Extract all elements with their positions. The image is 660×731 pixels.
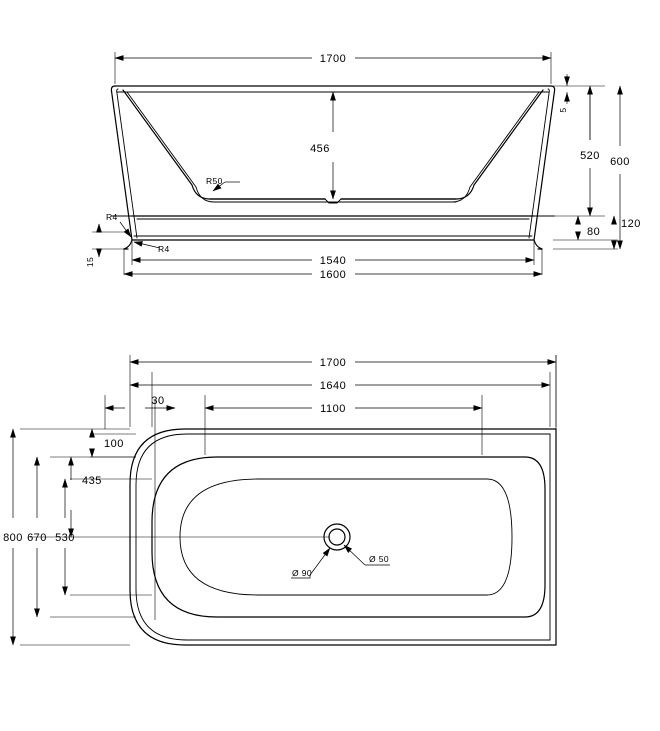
- dim-label-overall-height: 600: [610, 156, 630, 168]
- dim-label-body-height: 520: [580, 150, 600, 162]
- dim-elev-r50: R50: [206, 176, 240, 192]
- dim-plan-100: 100: [89, 428, 124, 458]
- dim-label-body-length: 1640: [320, 380, 346, 392]
- dim-label-overall-length: 1700: [320, 357, 346, 369]
- dim-label-rim-thickness: 5: [558, 107, 568, 112]
- dim-elev-120: 120: [611, 215, 641, 250]
- drain-outer-circle: [323, 523, 351, 551]
- dim-plan-30: 30: [104, 395, 176, 411]
- elevation-tub-outline: [110, 85, 556, 250]
- dim-label-drain-inner: Ø 50: [369, 554, 389, 564]
- dim-elev-5: 5: [558, 76, 570, 113]
- dim-plan-1100: 1100: [204, 403, 483, 415]
- dim-plan-530: 530: [55, 478, 75, 596]
- dim-label-base-width-outer: 1600: [320, 269, 346, 281]
- dim-elev-80: 80: [575, 215, 600, 241]
- top-plan-view: Ø 90 Ø 50: [3, 355, 557, 646]
- dim-label-skirt-inner-height: 80: [587, 226, 600, 238]
- dim-elev-600: 600: [610, 85, 630, 250]
- dim-label-overall-width-rim: 1700: [320, 53, 346, 65]
- dim-plan-1700: 1700: [129, 357, 557, 369]
- plan-extension-lines: [20, 355, 557, 646]
- dim-elev-1700: 1700: [114, 53, 552, 65]
- drain-inner-circle: [328, 528, 346, 546]
- dim-elev-456: 456: [310, 91, 336, 200]
- dim-elev-1540: 1540: [131, 255, 535, 267]
- dim-label-bowl-radius: R50: [206, 176, 223, 186]
- dim-label-overall-width: 800: [3, 532, 23, 544]
- dim-label-plinth-height: 15: [85, 257, 95, 267]
- dim-label-bowl-length: 1100: [320, 403, 346, 415]
- dim-label-base-width-inner: 1540: [320, 255, 346, 267]
- front-elevation-view: 1700 456 R50 R4 R4 15: [85, 52, 641, 281]
- dim-elev-520: 520: [580, 85, 600, 217]
- dim-label-foot-radius-upper: R4: [106, 212, 118, 222]
- dim-plan-1640: 1640: [129, 380, 551, 392]
- plan-centerlines: [30, 400, 330, 620]
- dim-label-bowl-width: 530: [55, 532, 75, 544]
- dim-elev-r4-upper: R4: [106, 212, 132, 238]
- dim-label-inner-depth: 456: [310, 143, 330, 155]
- dim-elev-15: 15: [85, 223, 102, 267]
- dim-elev-1600: 1600: [123, 269, 543, 281]
- dim-plan-670: 670: [27, 456, 47, 618]
- dim-label-skirt-outer-height: 120: [621, 218, 641, 230]
- dim-label-drain-outer: Ø 90: [292, 568, 312, 578]
- dim-plan-800: 800: [3, 428, 23, 646]
- dim-elev-r4-lower: R4: [133, 241, 170, 254]
- dim-label-foot-radius-lower: R4: [158, 244, 170, 254]
- plan-drain: Ø 90 Ø 50: [291, 523, 390, 579]
- dim-label-bowl-offset: 435: [82, 475, 102, 487]
- dim-label-body-width: 670: [27, 532, 47, 544]
- dim-label-rim-width-edge: 100: [104, 438, 124, 450]
- dim-plan-435: 435: [68, 456, 102, 538]
- dim-label-rim-offset: 30: [151, 395, 164, 407]
